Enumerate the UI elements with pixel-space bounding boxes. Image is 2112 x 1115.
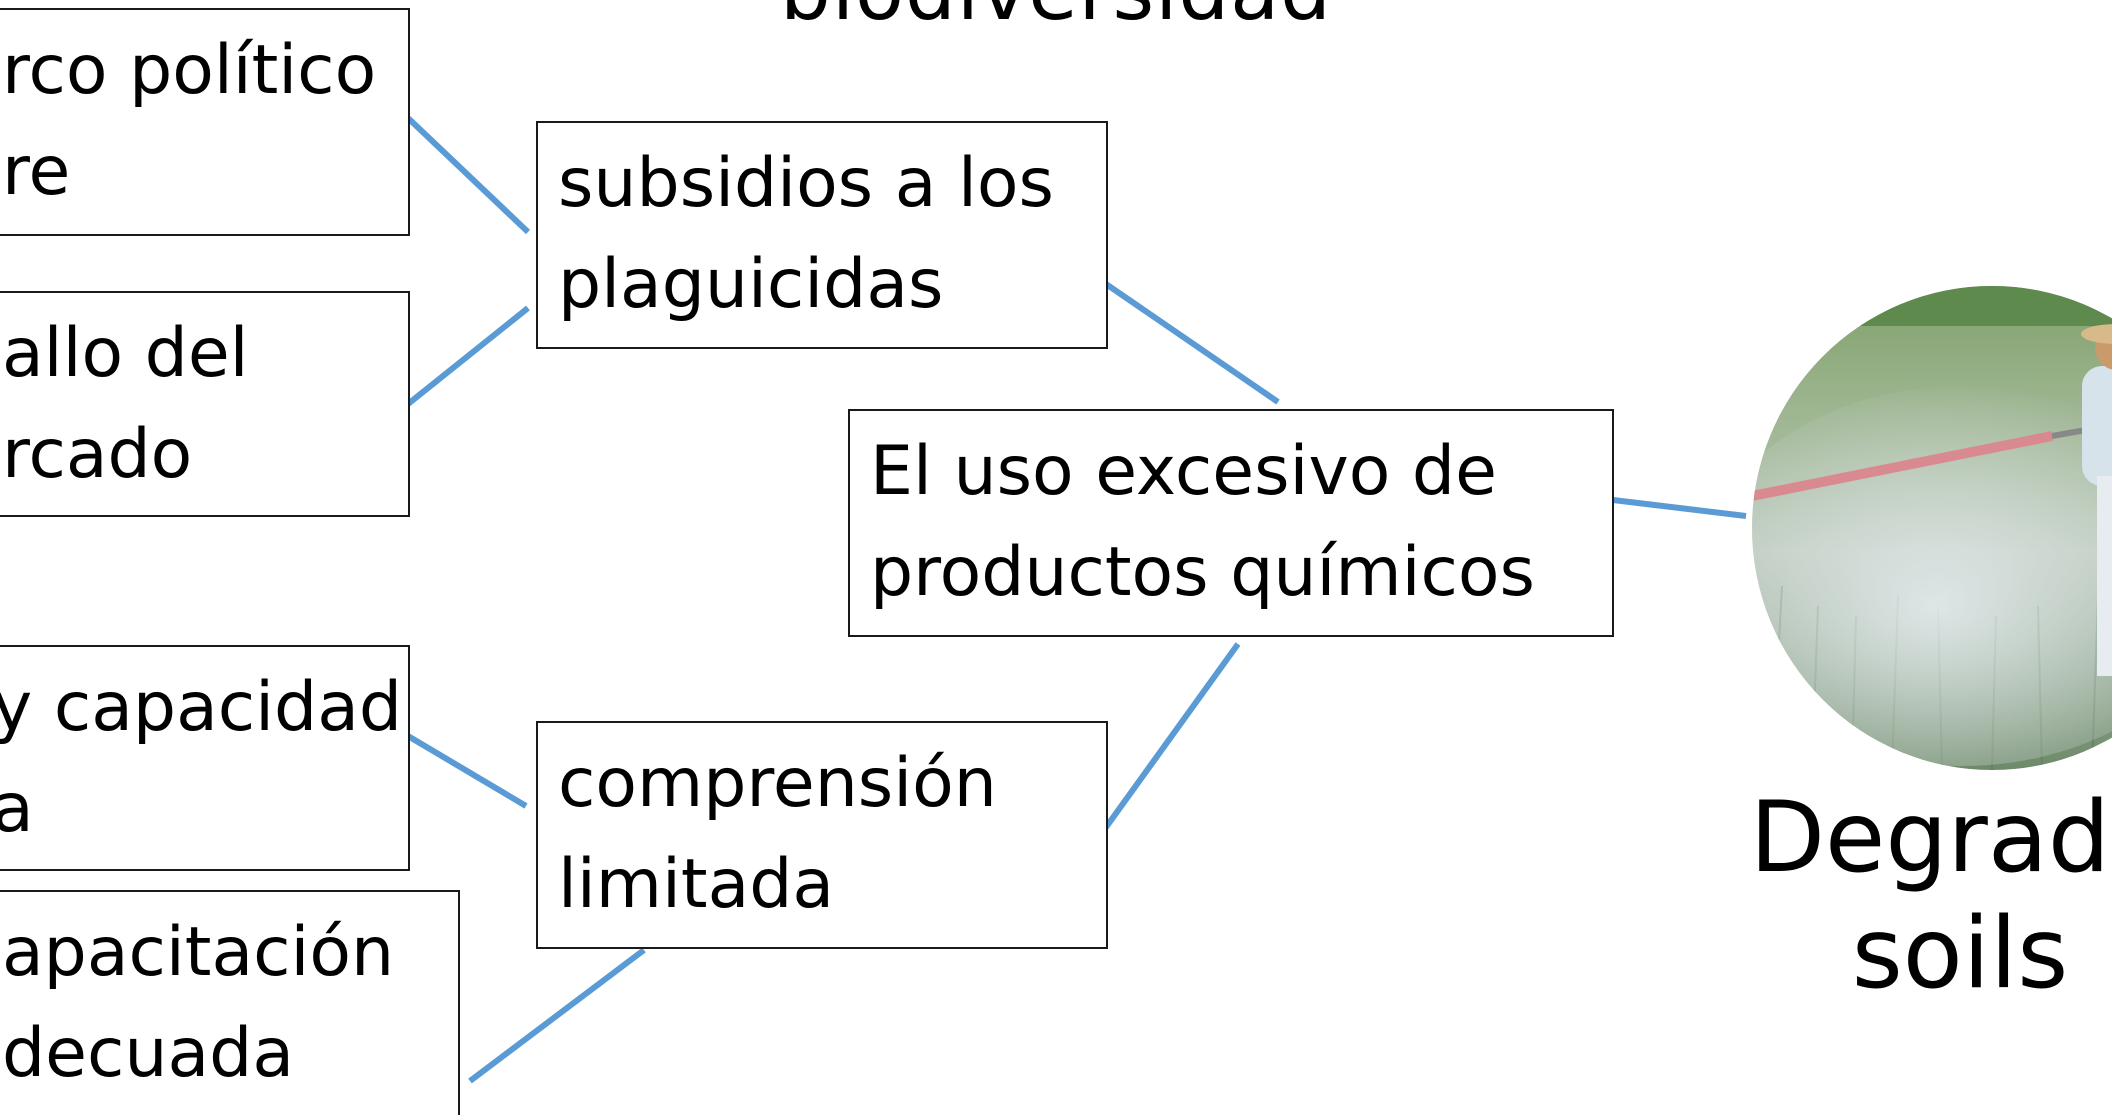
box-uso-excesivo-line1: El uso excesivo de <box>870 432 1497 511</box>
connector-marco-to-subsidios <box>405 115 531 235</box>
box-uso-excesivo-line2: productos químicos <box>870 533 1535 612</box>
box-marco-politico-line1: rco político <box>2 31 377 110</box>
outcome-caption: Degrade soils <box>1700 780 2112 1012</box>
box-uso-excesivo: El uso excesivo de productos químicos <box>848 409 1614 637</box>
box-capacidad-line1: y capacidad <box>0 668 403 747</box>
box-comprension: comprensión limitada <box>536 721 1108 949</box>
box-comprension-line2: limitada <box>558 845 835 924</box>
box-subsidios-line1: subsidios a los <box>558 144 1054 223</box>
box-fallo-mercado: allo del rcado <box>0 291 410 517</box>
box-capacitacion-line1: apacitación <box>2 913 395 992</box>
box-capacidad-line2: a <box>0 758 388 859</box>
box-fallo-mercado-line2: rcado <box>2 415 193 494</box>
box-capacitacion: apacitación decuada <box>0 890 460 1115</box>
box-capacitacion-line2: decuada <box>2 1014 294 1093</box>
box-capacidad: y capacidad a <box>0 645 410 871</box>
connector-capacidad-to-comprension <box>406 733 528 809</box>
connector-subsidios-to-uso <box>1104 281 1280 405</box>
box-marco-politico-line2: re <box>2 132 71 211</box>
box-subsidios-line2: plaguicidas <box>558 245 944 324</box>
connector-uso-to-outcome <box>1612 497 1747 519</box>
box-comprension-line1: comprensión <box>558 744 997 823</box>
diagram-title: biodiversidad <box>0 0 2112 32</box>
outcome-caption-line1: Degrade <box>1749 781 2112 895</box>
connector-capacitacion-to-comprension <box>468 947 646 1084</box>
outcome-caption-line2: soils <box>1851 897 2069 1011</box>
box-marco-politico: rco político re <box>0 8 410 236</box>
connector-comprension-to-uso <box>1101 642 1241 832</box>
box-subsidios: subsidios a los plaguicidas <box>536 121 1108 349</box>
connector-fallo-to-subsidios <box>406 305 530 407</box>
box-fallo-mercado-line1: allo del <box>2 314 249 393</box>
